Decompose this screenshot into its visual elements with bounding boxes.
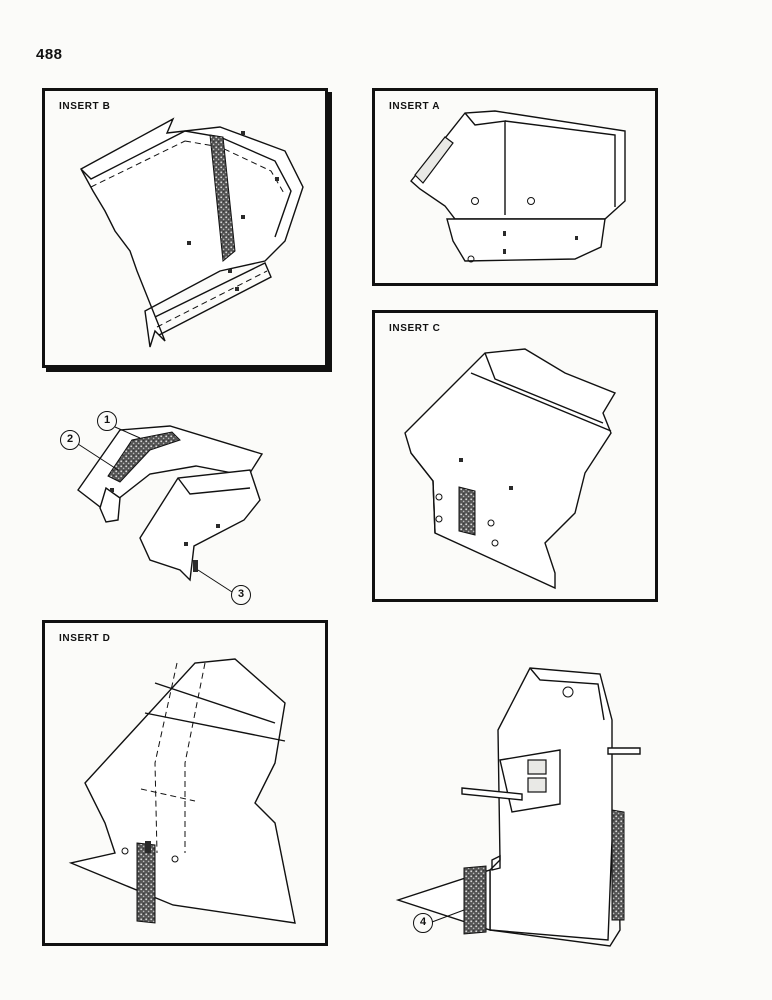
insert-b-label: INSERT B	[59, 101, 111, 112]
insert-d-drawing	[68, 658, 296, 924]
callout-4: 4	[413, 913, 433, 933]
callout-1: 1	[97, 411, 117, 431]
insert-b-panel: INSERT B	[42, 88, 328, 368]
insert-c-label: INSERT C	[389, 323, 441, 334]
insert-d-panel: INSERT D	[42, 620, 328, 946]
insert-a-label: INSERT A	[389, 101, 441, 112]
insert-c-panel: INSERT C	[372, 310, 658, 602]
insert-c-drawing	[404, 348, 617, 590]
insert-a-drawing	[410, 110, 626, 263]
insert-b-drawing	[80, 117, 304, 348]
insert-a-panel: INSERT A	[372, 88, 658, 286]
insert-d-label: INSERT D	[59, 633, 111, 644]
callout-2: 2	[60, 430, 80, 450]
page-number: 488	[36, 46, 63, 63]
callout-3: 3	[231, 585, 251, 605]
